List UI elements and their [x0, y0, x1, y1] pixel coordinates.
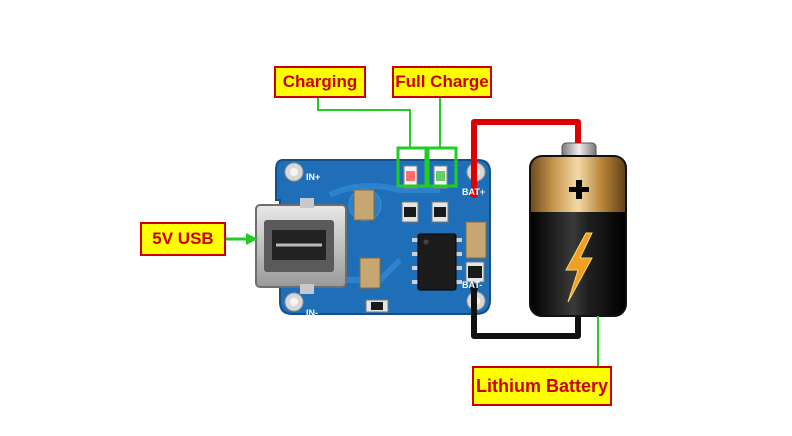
- pcb-label-in-minus: IN-: [306, 308, 318, 318]
- pcb-label-bat-plus: BAT+: [462, 187, 486, 197]
- positive-wire: [470, 119, 581, 198]
- lightning-icon: [565, 232, 593, 303]
- resistor-r1: [401, 201, 419, 223]
- resistor-r4: [365, 299, 389, 313]
- resistor-r3: [465, 261, 485, 283]
- full-charge-label: Full Charge: [392, 66, 492, 98]
- charging-pointer: [317, 98, 428, 188]
- usb-arrow: [226, 233, 258, 245]
- capacitor-c2: [359, 257, 381, 289]
- usb-label: 5V USB: [140, 222, 226, 256]
- mounting-hole-bottom-left: [284, 292, 304, 312]
- mounting-hole-top-left: [284, 162, 304, 182]
- battery: [529, 142, 627, 317]
- negative-wire: [470, 284, 581, 339]
- charging-led: [403, 165, 418, 189]
- charger-ic: [412, 233, 462, 291]
- pcb-label-bat-minus: BAT-: [462, 280, 483, 290]
- full-charge-led: [433, 165, 448, 189]
- charging-label: Charging: [274, 66, 366, 98]
- full-charge-pointer: [426, 98, 458, 188]
- pcb-label-in-plus: IN+: [306, 172, 321, 182]
- lithium-battery-label: Lithium Battery: [472, 366, 612, 406]
- resistor-r2: [431, 201, 449, 223]
- capacitor-c1: [353, 189, 375, 221]
- capacitor-c3: [465, 221, 487, 259]
- usb-connector: [255, 198, 347, 294]
- plus-symbol: [569, 180, 589, 199]
